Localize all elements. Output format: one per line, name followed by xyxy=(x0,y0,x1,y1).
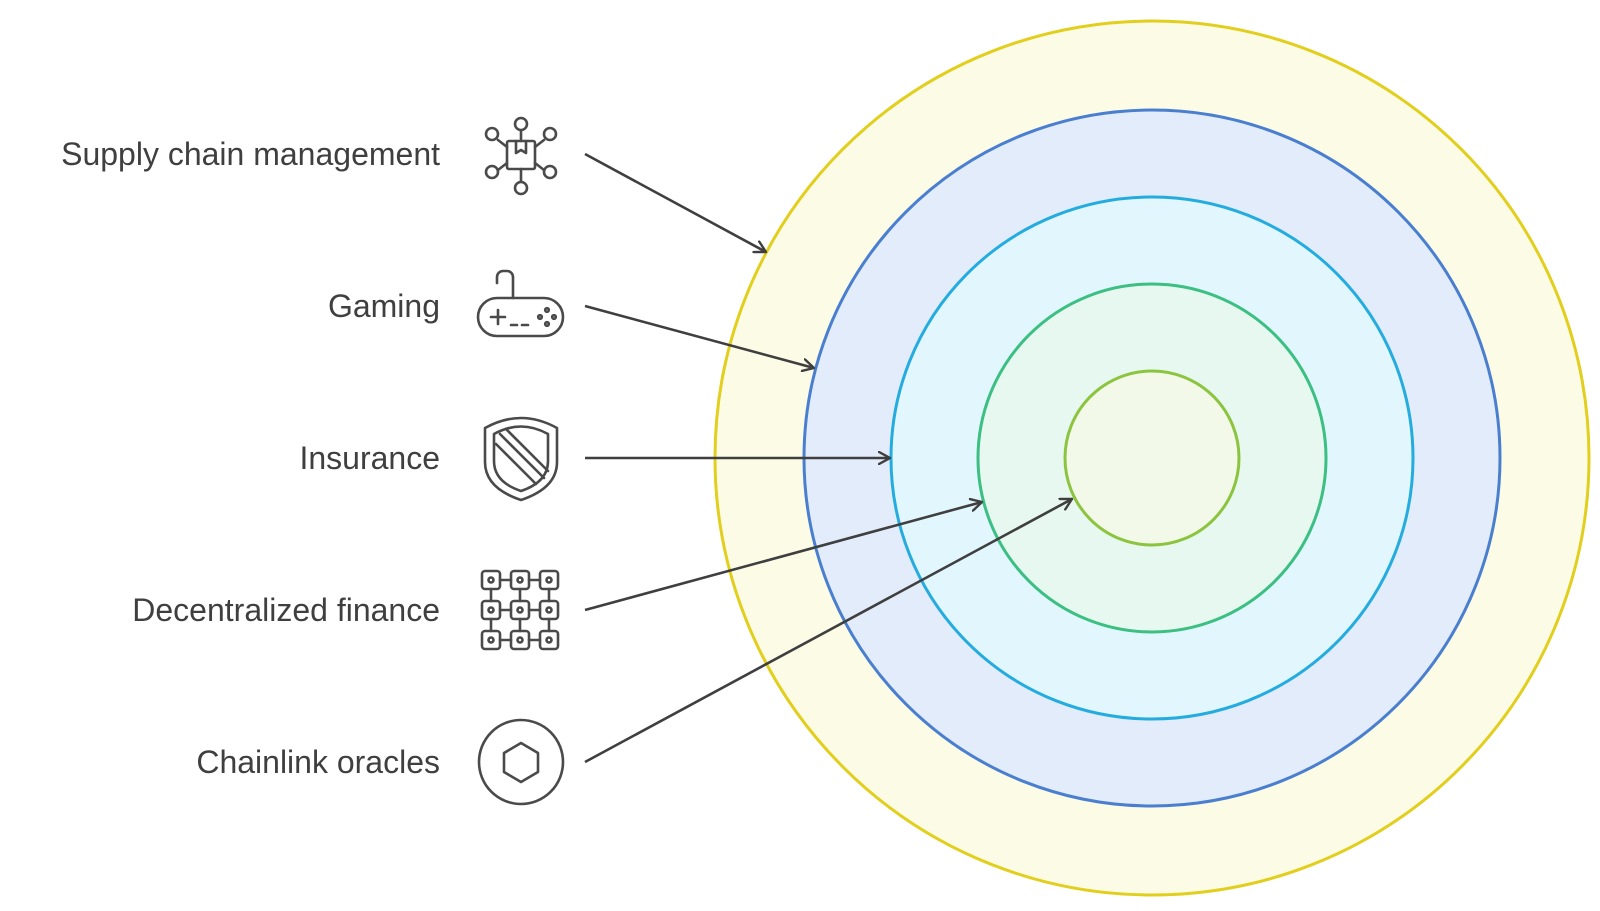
label-gaming: Gaming xyxy=(327,288,440,324)
shield-icon xyxy=(483,416,559,502)
label-chainlink-oracles: Chainlink oracles xyxy=(196,744,440,780)
arrow-chainlink xyxy=(584,499,1072,764)
arrow-defi xyxy=(584,502,982,612)
label-decentralized-finance: Decentralized finance xyxy=(132,592,440,628)
block-grid-icon xyxy=(480,569,560,651)
arrow-supply-chain xyxy=(584,152,766,252)
gamepad-icon xyxy=(476,269,565,338)
arrow-gaming xyxy=(584,304,814,368)
label-insurance: Insurance xyxy=(299,440,440,476)
hexagon-icon xyxy=(477,718,565,806)
supply-chain-icon xyxy=(484,116,558,196)
label-supply-chain-management: Supply chain management xyxy=(61,136,440,172)
ring-center xyxy=(1063,369,1241,547)
arrows xyxy=(584,152,1072,764)
